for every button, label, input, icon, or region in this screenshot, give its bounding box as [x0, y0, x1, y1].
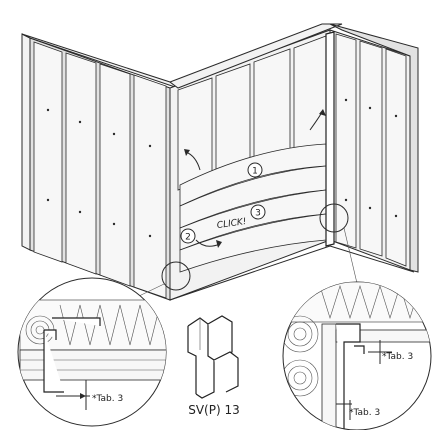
- left-wall-panels: [33, 41, 167, 299]
- svg-text:*Tab. 3: *Tab. 3: [382, 352, 413, 362]
- click-label: CLICK!: [216, 217, 247, 231]
- back-wall-panels: [177, 35, 327, 191]
- callout-step-3: 3: [250, 204, 266, 220]
- screw-dots: [46, 98, 398, 238]
- right-wall: [169, 23, 419, 301]
- svg-text:3: 3: [255, 209, 261, 219]
- left-wall: [21, 33, 179, 301]
- profile-sv-p-13: [187, 315, 239, 399]
- svg-text:1: 1: [252, 167, 258, 177]
- svg-text:2: 2: [185, 233, 191, 243]
- detail-left: *Tab. 3: [17, 277, 167, 427]
- callout-step-2: 2: [180, 228, 196, 244]
- right-wall-panels: [335, 33, 407, 267]
- detail-right: *Tab. 3 *Tab. 3: [282, 281, 432, 430]
- back-wall: [168, 23, 343, 301]
- profile-caption: SV(P) 13: [188, 403, 240, 417]
- svg-text:*Tab. 3: *Tab. 3: [349, 408, 380, 418]
- svg-text:*Tab. 3: *Tab. 3: [92, 394, 123, 404]
- zoom-marker-right: [319, 203, 349, 233]
- callout-step-1: 1: [247, 162, 263, 178]
- zoom-marker-left: [161, 261, 191, 291]
